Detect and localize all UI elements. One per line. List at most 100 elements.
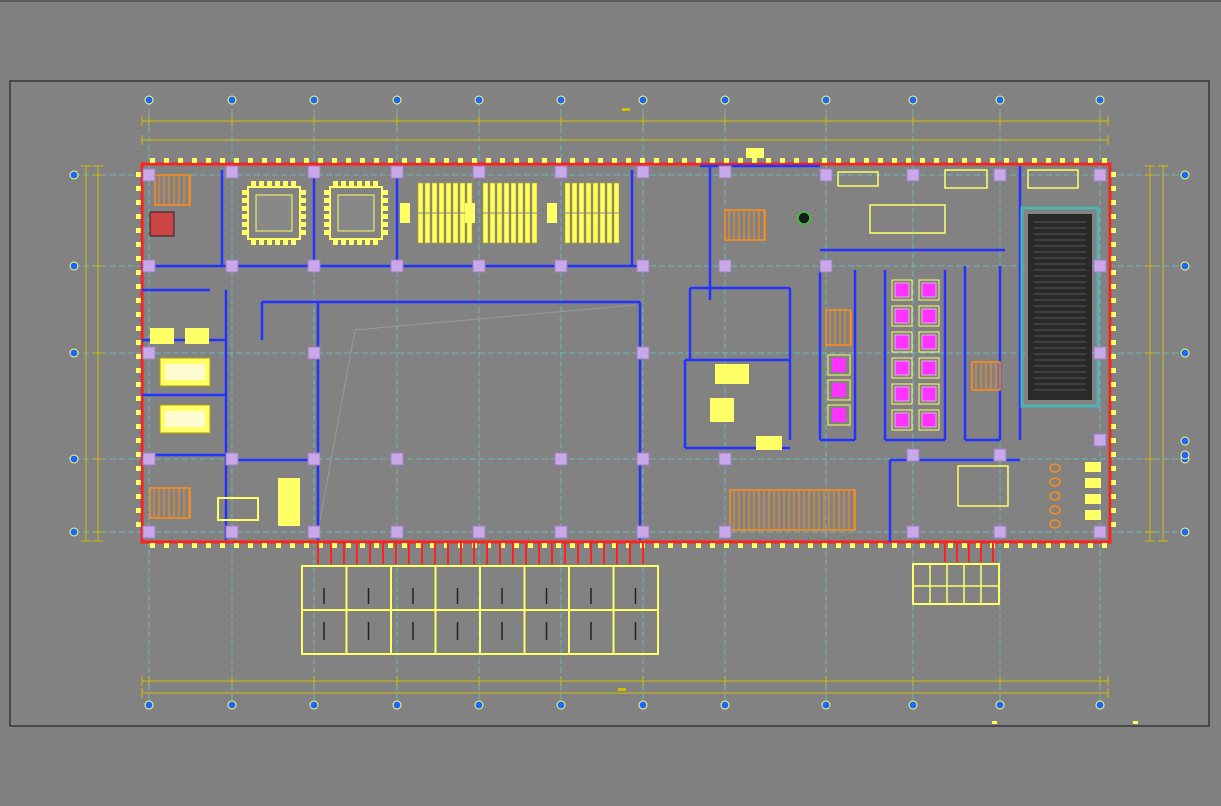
room-layer	[149, 174, 1100, 655]
facade-mullion	[1111, 200, 1116, 205]
facade-mullion	[626, 543, 631, 548]
structural-column	[993, 448, 1007, 462]
chair	[275, 240, 280, 245]
structural-column	[906, 448, 920, 462]
shaft-cell	[827, 379, 851, 401]
facade-mullion	[1004, 543, 1009, 548]
chair	[383, 190, 388, 195]
facade-mullion	[556, 158, 561, 163]
bar-stool	[1049, 491, 1061, 501]
facade-mullion	[416, 158, 421, 163]
facade-mullion	[136, 256, 141, 261]
facade-mullion	[262, 158, 267, 163]
facade-mullion	[136, 494, 141, 499]
chair	[324, 230, 329, 235]
facade-mullion	[192, 543, 197, 548]
facade-mullion	[136, 186, 141, 191]
facade-mullion	[1074, 543, 1079, 548]
facade-mullion	[920, 543, 925, 548]
elevator-car	[894, 360, 910, 376]
facade-mullion	[990, 158, 995, 163]
elevator-car	[832, 408, 846, 422]
facade-mullion	[136, 284, 141, 289]
structural-column	[307, 452, 321, 466]
chair	[259, 240, 264, 245]
structural-column	[390, 165, 404, 179]
facade-mullion	[136, 508, 141, 513]
structural-column	[636, 452, 650, 466]
lectern	[400, 203, 410, 223]
conference-table-top	[165, 411, 205, 427]
chair	[291, 240, 296, 245]
facade-mullion	[878, 543, 883, 548]
facade-mullion	[136, 396, 141, 401]
facade-mullion	[640, 158, 645, 163]
facade-mullion	[374, 158, 379, 163]
meeting-table-inner	[337, 194, 375, 232]
structural-column	[225, 452, 239, 466]
structural-column	[390, 452, 404, 466]
structural-column	[636, 346, 650, 360]
facade-mullion	[1088, 158, 1093, 163]
facade-mullion	[738, 543, 743, 548]
shaft-cell	[827, 354, 851, 376]
chair	[383, 198, 388, 203]
chair	[383, 222, 388, 227]
grid-bubble-top	[227, 95, 237, 105]
facade-mullion	[136, 424, 141, 429]
dimension-text	[618, 688, 626, 691]
facade-mullion	[304, 543, 309, 548]
chair	[357, 240, 362, 245]
facade-mullion	[514, 158, 519, 163]
office-furniture	[1027, 169, 1079, 189]
facade-mullion	[822, 158, 827, 163]
facade-mullion	[136, 326, 141, 331]
facade-mullion	[654, 543, 659, 548]
chair	[301, 222, 306, 227]
facade-mullion	[1060, 158, 1065, 163]
meeting-table	[217, 497, 259, 521]
facade-mullion	[668, 543, 673, 548]
structural-column	[1093, 433, 1107, 447]
facade-mullion	[332, 543, 337, 548]
grid-bubble-top	[144, 95, 154, 105]
elevator-car	[921, 308, 937, 324]
ramp-hatch	[729, 489, 856, 531]
grid-bubble-top	[1095, 95, 1105, 105]
chair	[251, 240, 256, 245]
facade-mullion	[234, 158, 239, 163]
facade-mullion	[766, 158, 771, 163]
chair	[333, 240, 338, 245]
facade-mullion	[598, 543, 603, 548]
chair	[242, 230, 247, 235]
facade-mullion	[724, 158, 729, 163]
shaft-cell	[891, 383, 913, 405]
shaft-cell	[891, 409, 913, 431]
chair	[324, 190, 329, 195]
structural-column	[636, 259, 650, 273]
grid-bubble-top	[995, 95, 1005, 105]
facade-mullion	[836, 158, 841, 163]
grid-bubble-top	[392, 95, 402, 105]
facade-mullion	[976, 543, 981, 548]
facade-mullion	[402, 158, 407, 163]
elevator-car	[921, 386, 937, 402]
facade-mullion	[150, 158, 155, 163]
facade-mullion	[1111, 270, 1116, 275]
grid-bubble-right	[1180, 348, 1190, 358]
facade-mullion	[136, 438, 141, 443]
facade-mullion	[696, 158, 701, 163]
grid-bubble-left	[69, 454, 79, 464]
stair-hatch	[149, 487, 191, 519]
facade-mullion	[486, 158, 491, 163]
shaft-cell	[918, 331, 940, 353]
facade-mullion	[388, 543, 393, 548]
office-furniture	[869, 204, 946, 234]
structural-column	[906, 168, 920, 182]
facade-mullion	[696, 543, 701, 548]
facade-mullion	[402, 543, 407, 548]
grid-bubble-left	[69, 348, 79, 358]
facade-mullion	[290, 543, 295, 548]
facade-mullion	[1111, 410, 1116, 415]
